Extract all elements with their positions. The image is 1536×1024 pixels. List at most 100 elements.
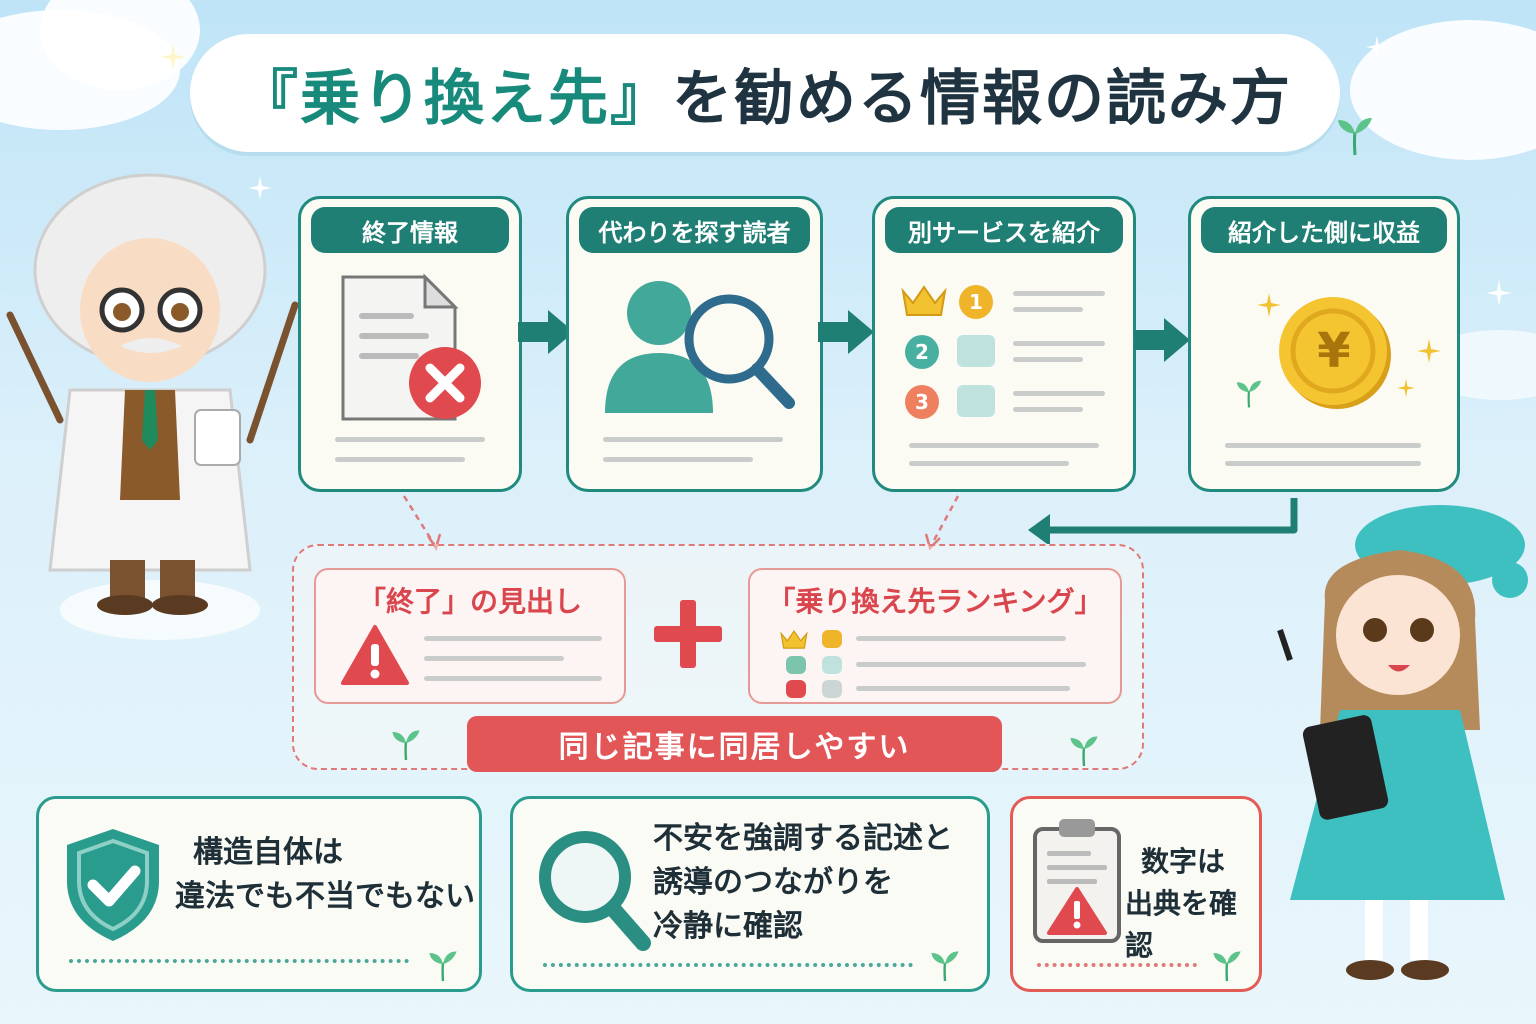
text-line bbox=[424, 676, 602, 681]
sparkle-icon bbox=[1417, 339, 1441, 363]
text-line bbox=[335, 437, 485, 442]
note-text: 不安を強調する記述と 誘導のつながりを 冷静に確認 bbox=[653, 817, 953, 949]
sparkle-icon bbox=[1366, 36, 1388, 58]
sparkle-icon bbox=[1397, 379, 1415, 397]
page-title: 『乗り換え先』を勧める情報の読み方 bbox=[190, 34, 1340, 152]
sparkle-icon bbox=[248, 176, 272, 200]
title-banner: 『乗り換え先』を勧める情報の読み方 bbox=[190, 34, 1340, 152]
cloud bbox=[1350, 20, 1536, 160]
text-line bbox=[424, 636, 602, 641]
clipboard-warning-icon bbox=[1033, 819, 1121, 943]
girl-character bbox=[1277, 505, 1528, 980]
sprout-icon bbox=[392, 730, 420, 761]
step-header: 紹介した側に収益 bbox=[1201, 207, 1447, 253]
note-line: 冷静に確認 bbox=[653, 909, 803, 944]
text-line bbox=[856, 662, 1086, 667]
ranking-heading-title: 「乗り換え先ランキング」 bbox=[767, 585, 1103, 618]
warning-icon bbox=[341, 625, 409, 685]
note-line: 数字は bbox=[1141, 845, 1226, 878]
sparkle-icon bbox=[160, 44, 186, 70]
end-heading-card: 「終了」の見出し bbox=[314, 568, 626, 704]
yen-coin-icon bbox=[1279, 297, 1391, 409]
note-text: 構造自体は 違法でも不当でもない bbox=[175, 831, 475, 919]
rank-badge-2: 2 bbox=[905, 335, 939, 369]
note-line: 出典を確認 bbox=[1125, 887, 1238, 962]
arrow-right-icon bbox=[518, 310, 574, 354]
text-line bbox=[856, 636, 1066, 641]
rank-number: 1 bbox=[969, 290, 983, 314]
note-text: 数字は 出典を確認 bbox=[1125, 841, 1259, 967]
step-header: 代わりを探す読者 bbox=[579, 207, 810, 253]
shield-check-icon bbox=[67, 829, 159, 941]
note-line: 構造自体は bbox=[193, 835, 343, 870]
text-line bbox=[1013, 307, 1083, 312]
text-line bbox=[909, 443, 1099, 448]
magnifier-icon bbox=[539, 831, 651, 951]
text-line bbox=[603, 437, 783, 442]
crown-icon bbox=[780, 630, 808, 649]
sprout-icon bbox=[1070, 736, 1098, 767]
feedback-arrow bbox=[1028, 498, 1298, 544]
text-line bbox=[1013, 357, 1083, 362]
text-line bbox=[1013, 391, 1105, 396]
dashed-connector bbox=[924, 495, 960, 551]
person-search-icon bbox=[605, 281, 795, 413]
step-label: 終了情報 bbox=[362, 218, 458, 247]
document-x-icon bbox=[341, 273, 481, 421]
text-line bbox=[1013, 291, 1105, 296]
rank-dot bbox=[822, 630, 842, 648]
rank-thumb bbox=[957, 335, 995, 367]
step-label: 紹介した側に収益 bbox=[1228, 218, 1420, 247]
step-label: 別サービスを紹介 bbox=[908, 218, 1100, 247]
note-card-check-link: 不安を強調する記述と 誘導のつながりを 冷静に確認 bbox=[510, 796, 990, 992]
note-card-legal: 構造自体は 違法でも不当でもない bbox=[36, 796, 482, 992]
dotted-divider bbox=[1037, 963, 1197, 967]
text-line bbox=[909, 461, 1069, 466]
step-card-reader-search: 代わりを探す読者 bbox=[566, 196, 823, 492]
sprout-icon bbox=[931, 951, 959, 982]
step-card-end-info: 終了情報 bbox=[298, 196, 522, 492]
dashed-connector bbox=[402, 495, 442, 551]
sparkle-icon bbox=[1257, 293, 1281, 317]
dotted-divider bbox=[543, 963, 913, 967]
text-line bbox=[424, 656, 564, 661]
text-line bbox=[335, 457, 465, 462]
title-highlight: 『乗り換え先』 bbox=[238, 63, 672, 134]
sprout-icon bbox=[1213, 951, 1241, 982]
rank-dot bbox=[786, 656, 806, 674]
text-line bbox=[1013, 341, 1105, 346]
step-card-introduce-service: 別サービスを紹介 1 2 3 bbox=[872, 196, 1136, 492]
step-card-revenue: 紹介した側に収益 ¥ bbox=[1188, 196, 1460, 492]
note-line: 不安を強調する記述と bbox=[653, 821, 953, 856]
sprout-icon bbox=[1338, 118, 1372, 156]
rank-thumb bbox=[957, 385, 995, 417]
end-heading-title: 「終了」の見出し bbox=[357, 585, 582, 618]
note-line: 誘導のつながりを bbox=[653, 865, 893, 900]
rank-number: 2 bbox=[915, 340, 929, 364]
dotted-divider bbox=[69, 959, 409, 963]
crown-icon bbox=[901, 285, 947, 316]
step-header: 別サービスを紹介 bbox=[885, 207, 1123, 253]
rank-number: 3 bbox=[915, 390, 929, 414]
plus-sign bbox=[650, 596, 726, 672]
text-line bbox=[856, 686, 1070, 691]
rank-badge-1: 1 bbox=[959, 285, 993, 319]
note-card-source: 数字は 出典を確認 bbox=[1010, 796, 1262, 992]
text-line bbox=[1013, 407, 1083, 412]
arrow-right-icon bbox=[818, 310, 874, 354]
professor-character bbox=[6, 173, 299, 615]
rank-dot bbox=[822, 656, 842, 674]
step-header: 終了情報 bbox=[311, 207, 509, 253]
note-line: 違法でも不当でもない bbox=[175, 879, 475, 914]
sparkle-icon bbox=[1486, 280, 1512, 306]
cohabit-banner: 同じ記事に同居しやすい bbox=[467, 716, 1002, 772]
text-line bbox=[603, 457, 753, 462]
rank-dot bbox=[822, 680, 842, 698]
rank-dot bbox=[786, 680, 806, 698]
step-label: 代わりを探す読者 bbox=[598, 218, 791, 247]
ranking-heading-card: 「乗り換え先ランキング」 bbox=[748, 568, 1122, 704]
coin-symbol: ¥ bbox=[1317, 323, 1351, 379]
title-rest: を勧める情報の読み方 bbox=[672, 63, 1292, 134]
sprout-icon bbox=[429, 951, 457, 982]
text-line bbox=[1225, 443, 1421, 448]
